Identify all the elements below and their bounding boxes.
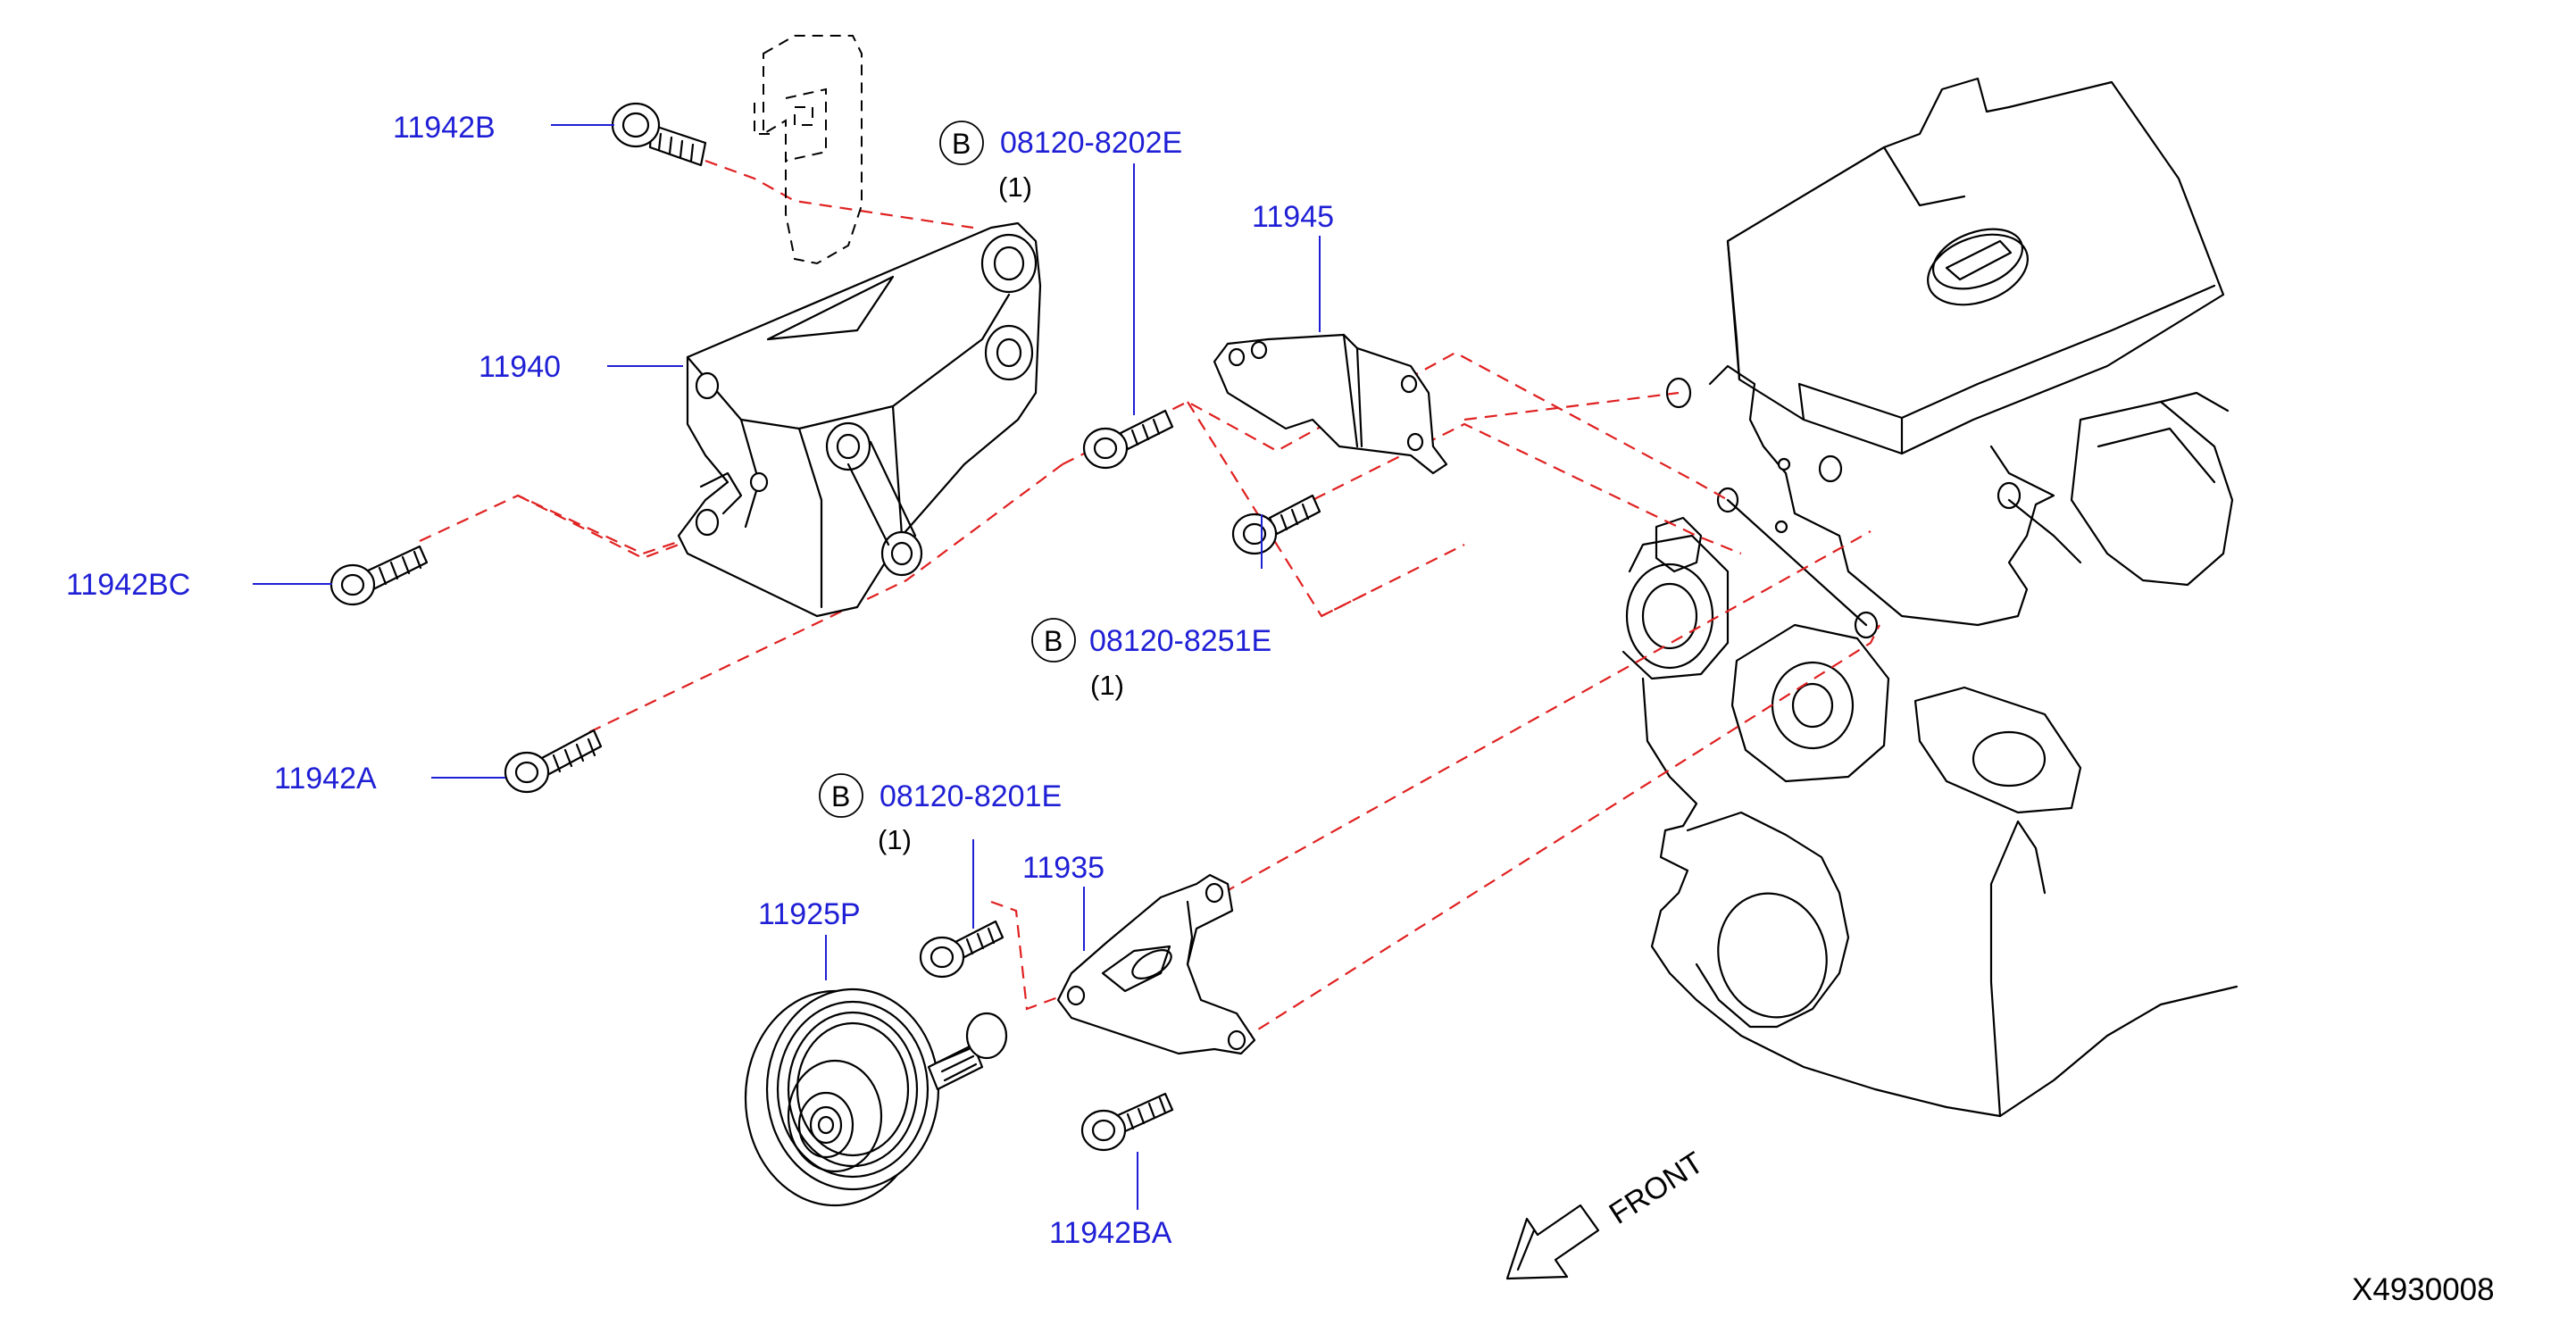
assembly-dashed-lines <box>419 35 1880 1041</box>
plate-11945-illustration <box>1213 333 1448 475</box>
leader-lines <box>253 124 1321 1210</box>
bolt-08120-8202E-illustration <box>1082 409 1174 470</box>
label-08120-8202E: 08120-8202E <box>1000 126 1182 160</box>
label-11925P: 11925P <box>758 897 861 931</box>
front-label: FRONT <box>1604 1146 1710 1231</box>
label-11940: 11940 <box>479 350 561 384</box>
bracket-11935-illustration <box>1056 873 1256 1055</box>
bracket-11940-illustration <box>677 221 1042 618</box>
front-indicator: FRONT <box>1505 1146 1710 1280</box>
bolt-08120-8251E-illustration <box>1231 494 1321 555</box>
label-11942B: 11942B <box>393 111 496 145</box>
bolt-11942BC-illustration <box>329 545 429 606</box>
part-labels: 11942B 08120-8202E 11945 11940 11942BC 0… <box>66 111 1334 1250</box>
b-badges: B (1) B (1) B (1) <box>819 121 1124 855</box>
b-badge-circle <box>939 121 984 165</box>
qty-08120-8202E: (1) <box>998 171 1032 203</box>
bolt-11942A-illustration <box>504 729 603 794</box>
label-11942BA: 11942BA <box>1049 1216 1172 1250</box>
b-badge-letter: B <box>831 780 850 812</box>
bolt-11942BA-illustration <box>1080 1092 1174 1152</box>
label-08120-8201E: 08120-8201E <box>880 779 1062 813</box>
engine-block-illustration <box>1621 77 2238 1118</box>
b-badge-circle <box>1031 618 1076 662</box>
b-badge-letter: B <box>952 128 971 160</box>
qty-08120-8251E: (1) <box>1090 670 1124 701</box>
b-badge-circle <box>819 773 863 818</box>
label-11942A: 11942A <box>274 762 377 796</box>
pulley-11925P-illustration <box>744 988 1008 1207</box>
b-badge-letter: B <box>1044 625 1063 657</box>
label-08120-8251E: 08120-8251E <box>1089 624 1271 658</box>
front-arrow-icon <box>1505 1204 1600 1280</box>
qty-08120-8201E: (1) <box>878 824 912 855</box>
diagram-code: X4930008 <box>2352 1272 2495 1307</box>
label-11935: 11935 <box>1022 851 1105 885</box>
label-11945: 11945 <box>1252 200 1334 234</box>
label-11942BC: 11942BC <box>66 568 190 602</box>
bolt-08120-8201E-illustration <box>919 920 1005 979</box>
bolt-11942B-illustration <box>611 102 707 167</box>
